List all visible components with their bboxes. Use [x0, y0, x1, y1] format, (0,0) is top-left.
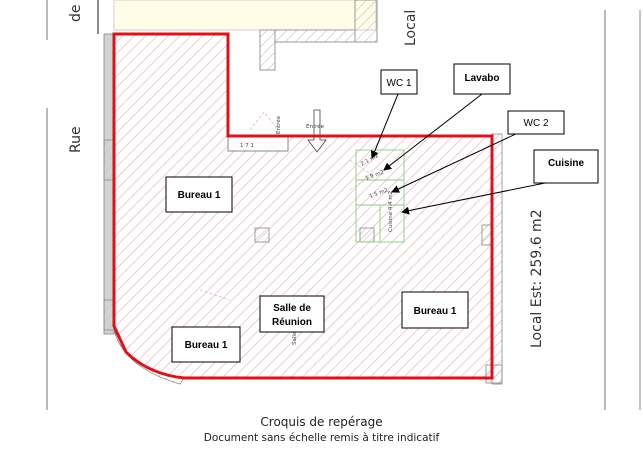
floor-plan: 1 7 1 Entrée Entrée 2.1 m2 1.9 m2 1.5 m2…	[46, 0, 641, 410]
room-bureau-1-c: Bureau 1	[171, 326, 241, 363]
room-label-line-2: Réunion	[272, 317, 312, 328]
entrance-left	[227, 136, 289, 152]
callout-wc2: WC 2	[507, 110, 565, 135]
floor-area	[114, 34, 492, 378]
neighbor-wall-hatch-3	[354, 0, 378, 43]
walls	[103, 33, 503, 385]
caption-subtitle: Document sans échelle remis à titre indi…	[203, 432, 440, 444]
room-salle-reunion: Salle de Réunion	[259, 295, 325, 333]
street-name-top: de	[68, 5, 84, 23]
left-dim-text: 1 7 1	[240, 143, 254, 149]
door-swings	[199, 111, 373, 301]
dim-cuisine: Cuisine 4.4 m2	[388, 191, 394, 232]
room-label: Bureau 1	[178, 190, 221, 201]
caption-title: Croquis de repérage	[260, 415, 383, 429]
neighbor-wall-hatch-2	[274, 29, 356, 43]
room-label: Bureau 1	[185, 340, 228, 351]
neighbor-area-top	[113, 0, 377, 31]
room-bureau-1-a: Bureau 1	[165, 176, 233, 213]
room-bureau-1-b: Bureau 1	[401, 291, 469, 329]
callout-label: WC 2	[524, 118, 549, 129]
room-label-line-1: Salle de	[273, 303, 311, 314]
callout-arrows	[370, 93, 551, 215]
entrance-label-2: Entrée	[306, 123, 325, 130]
street-name-left: Rue	[68, 126, 84, 153]
callout-wc1: WC 1	[380, 69, 418, 95]
callout-label: Cuisine	[548, 158, 585, 169]
neighbor-local-top: Local	[403, 10, 419, 46]
neighbor-wall-hatch	[259, 29, 276, 71]
callout-cuisine: Cuisine	[533, 149, 599, 184]
callout-label: WC 1	[387, 78, 412, 89]
neighbor-local-right: Local Est: 259.6 m2	[529, 209, 545, 348]
entrance-label-1: Entrée	[275, 115, 282, 134]
callout-label: Lavabo	[464, 73, 499, 84]
entrance-arrow-icon	[307, 109, 327, 153]
premises-outline	[112, 32, 494, 380]
street-lines	[46, 0, 641, 410]
room-label: Bureau 1	[414, 306, 457, 317]
callout-lavabo: Lavabo	[453, 63, 511, 95]
dim-meeting: Salle 22	[292, 323, 298, 345]
